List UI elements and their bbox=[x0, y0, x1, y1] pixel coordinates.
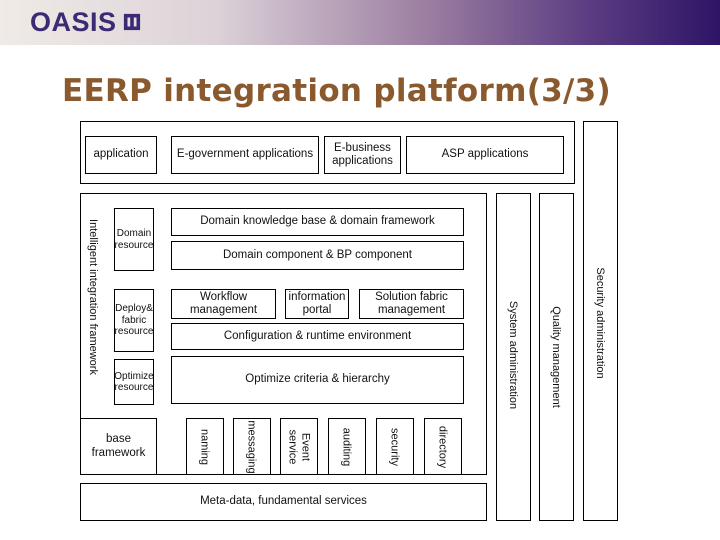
service-security-label: security bbox=[388, 428, 401, 466]
resource-optimize: Optimize resource bbox=[114, 359, 154, 405]
quality-management-label: Quality management bbox=[550, 306, 563, 408]
optimize-criteria-box: Optimize criteria & hierarchy bbox=[171, 356, 464, 404]
resource-domain: Domain resource bbox=[114, 208, 154, 271]
service-event bbox=[280, 418, 318, 475]
service-auditing bbox=[328, 418, 366, 475]
intelligent-integration-label: Intelligent integration framework bbox=[87, 219, 100, 375]
slide-title: EERP integration platform(3/3) bbox=[62, 73, 612, 109]
meta-data-box: Meta-data, fundamental services bbox=[80, 483, 487, 521]
info-portal-box: information portal bbox=[285, 289, 349, 319]
domain-knowledge-box: Domain knowledge base & domain framework bbox=[171, 208, 464, 236]
logo-text: OASIS bbox=[30, 6, 117, 37]
service-naming bbox=[186, 418, 224, 475]
base-framework-box: base framework bbox=[80, 418, 157, 475]
header-bar: OASIS bbox=[0, 0, 720, 45]
service-security bbox=[376, 418, 414, 475]
system-admin-label: System administration bbox=[507, 300, 520, 410]
solution-fabric-box: Solution fabric management bbox=[359, 289, 464, 319]
domain-component-box: Domain component & BP component bbox=[171, 241, 464, 270]
security-admin-column bbox=[583, 121, 618, 521]
app-box-egovernment: E-government applications bbox=[171, 136, 319, 174]
resource-deploy-fabric: Deploy& fabric resource bbox=[114, 289, 154, 352]
config-runtime-box: Configuration & runtime environment bbox=[171, 323, 464, 350]
service-messaging bbox=[233, 418, 271, 475]
service-naming-label: naming bbox=[198, 428, 211, 466]
security-admin-label: Security administration bbox=[594, 267, 607, 379]
app-box-asp: ASP applications bbox=[406, 136, 564, 174]
logo-mark-icon bbox=[123, 13, 140, 31]
app-box-application: application bbox=[85, 136, 157, 174]
service-directory bbox=[424, 418, 462, 475]
service-event-label: Event service bbox=[286, 429, 312, 465]
service-directory-label: directory bbox=[436, 425, 449, 469]
service-messaging-label: messaging bbox=[245, 420, 258, 474]
oasis-logo: OASIS bbox=[30, 6, 141, 38]
service-auditing-label: auditing bbox=[340, 427, 353, 467]
system-admin-column bbox=[496, 193, 531, 521]
workflow-box: Workflow management bbox=[171, 289, 276, 319]
app-box-ebusiness: E-business applications bbox=[324, 136, 401, 174]
quality-management-column bbox=[539, 193, 574, 521]
